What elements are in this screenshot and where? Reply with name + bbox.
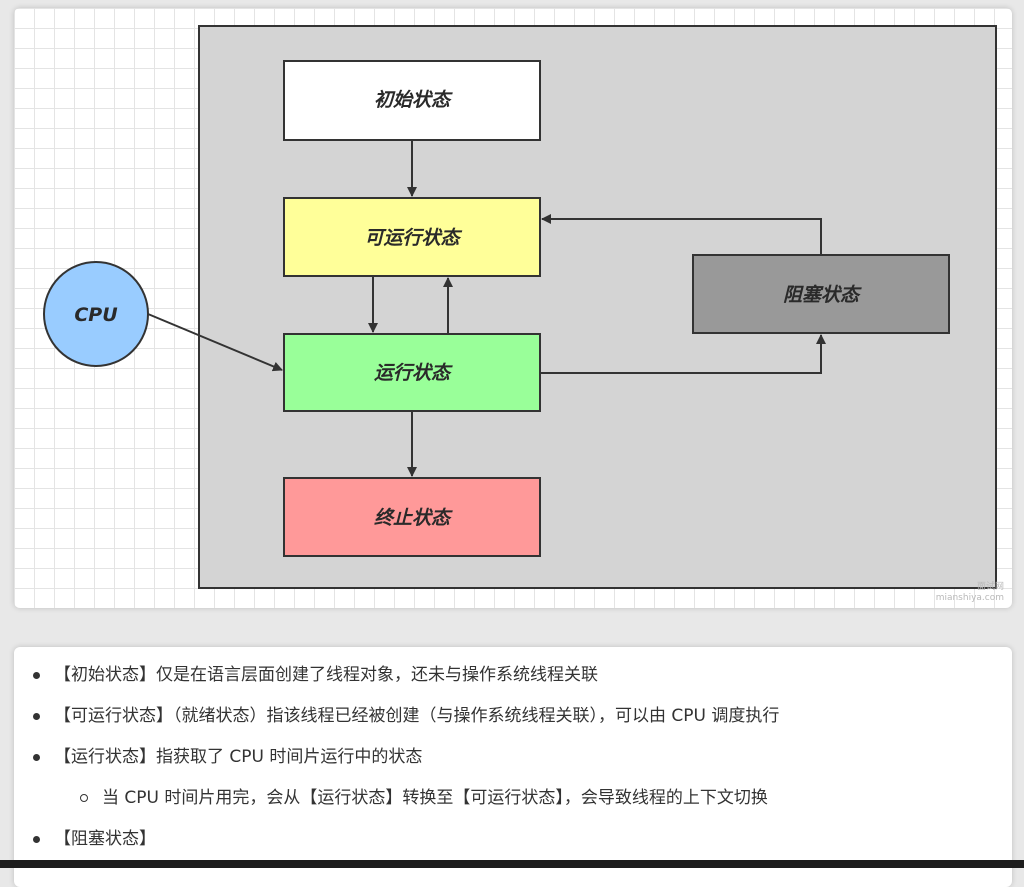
site-watermark-line1: 面试网 bbox=[976, 582, 1004, 592]
notes-panel: 【初始状态】仅是在语言层面创建了线程对象，还未与操作系统线程关联 【可运行状态】… bbox=[14, 647, 1012, 887]
note-item-blocked: 【阻塞状态】 bbox=[33, 819, 1012, 860]
site-watermark: 面试网 mianshiya.com bbox=[936, 582, 1004, 604]
node-terminated-label: 终止状态 bbox=[374, 507, 453, 529]
node-cpu-label: CPU bbox=[74, 304, 118, 326]
note-sublist: 当 CPU 时间片用完，会从【运行状态】转换至【可运行状态】，会导致线程的上下文… bbox=[54, 778, 1012, 819]
arrow-cpu-to-running bbox=[147, 313, 283, 372]
node-blocked: 阻塞状态 bbox=[692, 254, 950, 334]
node-new: 初始状态 bbox=[283, 60, 541, 141]
thread-state-diagram: 初始状态 可运行状态 运行状态 终止状态 阻塞状态 CPU bbox=[43, 25, 997, 589]
node-terminated-box bbox=[283, 477, 541, 557]
note-item-running-text: 【运行状态】指获取了 CPU 时间片运行中的状态 bbox=[54, 747, 423, 767]
node-runnable-label: 可运行状态 bbox=[364, 227, 462, 249]
node-running-box bbox=[283, 333, 541, 412]
note-item: 【可运行状态】（就绪状态）指该线程已经被创建（与操作系统线程关联），可以由 CP… bbox=[33, 696, 1012, 737]
note-item-running: 【运行状态】指获取了 CPU 时间片运行中的状态 当 CPU 时间片用完，会从【… bbox=[33, 737, 1012, 819]
node-runnable: 可运行状态 bbox=[283, 197, 541, 277]
note-subitem: 当 CPU 时间片用完，会从【运行状态】转换至【可运行状态】，会导致线程的上下文… bbox=[80, 778, 1012, 819]
node-running: 运行状态 bbox=[283, 333, 541, 412]
node-runnable-box bbox=[283, 197, 541, 277]
node-new-box bbox=[283, 60, 541, 141]
node-new-label: 初始状态 bbox=[374, 89, 453, 111]
node-blocked-label: 阻塞状态 bbox=[783, 284, 862, 306]
note-item: 【初始状态】仅是在语言层面创建了线程对象，还未与操作系统线程关联 bbox=[33, 655, 1012, 696]
arrow-running-to-blocked bbox=[541, 334, 826, 374]
bottom-bar bbox=[0, 860, 1024, 868]
node-terminated: 终止状态 bbox=[283, 477, 541, 557]
node-blocked-box bbox=[692, 254, 950, 334]
diagram-panel: 初始状态 可运行状态 运行状态 终止状态 阻塞状态 CPU bbox=[14, 8, 1012, 608]
node-running-label: 运行状态 bbox=[374, 362, 453, 384]
node-cpu: CPU bbox=[43, 261, 149, 367]
notes-list: 【初始状态】仅是在语言层面创建了线程对象，还未与操作系统线程关联 【可运行状态】… bbox=[14, 647, 1012, 860]
site-watermark-line2: mianshiya.com bbox=[935, 593, 1004, 603]
arrow-blocked-to-runnable bbox=[541, 214, 822, 254]
